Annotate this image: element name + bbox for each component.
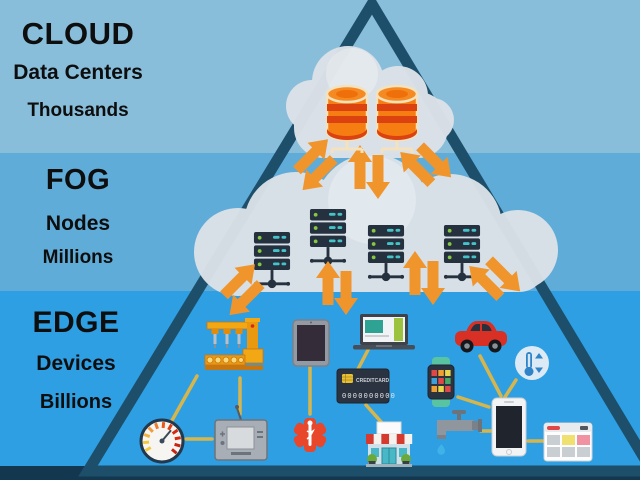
edge-layer-title: EDGE: [32, 306, 120, 339]
credit-card-icon: CREDITCARD 0000000000: [336, 368, 396, 404]
tablet-icon: [292, 319, 330, 367]
factory-machine-icon: [204, 318, 264, 370]
fog-layer-labels: FOG Nodes Millions: [0, 164, 156, 269]
faucet-icon: [437, 410, 482, 455]
car-icon: [455, 321, 507, 353]
credit-card-brand: CREDITCARD: [356, 378, 389, 384]
web-browser-icon: [543, 422, 593, 462]
fog-layer-subtitle: Nodes: [45, 212, 111, 235]
gauge-icon: [139, 418, 185, 464]
cloud-layer-subtitle: Data Centers: [13, 61, 143, 84]
store-icon: [366, 421, 413, 467]
television-icon: [214, 405, 268, 461]
fog-layer-title: FOG: [45, 164, 111, 196]
edge-layer-scale: Billions: [39, 391, 113, 413]
credit-card-number: 0000000000: [342, 393, 396, 401]
smartphone-icon: [491, 397, 527, 457]
temperature-sensor-icon: [515, 346, 549, 380]
edge-layer-labels: EDGE Devices Billions: [0, 305, 152, 414]
edge-layer-subtitle: Devices: [36, 352, 116, 375]
device-connection-lines: [168, 348, 545, 443]
cloud-layer-scale: Thousands: [27, 100, 129, 121]
smartwatch-icon: [427, 357, 455, 407]
cloud-layer-title: CLOUD: [21, 16, 135, 51]
cloud-layer-labels: CLOUD Data Centers Thousands: [0, 16, 156, 122]
medical-star-icon: [293, 418, 327, 452]
fog-layer-scale: Millions: [42, 247, 114, 268]
laptop-icon: [353, 314, 415, 350]
